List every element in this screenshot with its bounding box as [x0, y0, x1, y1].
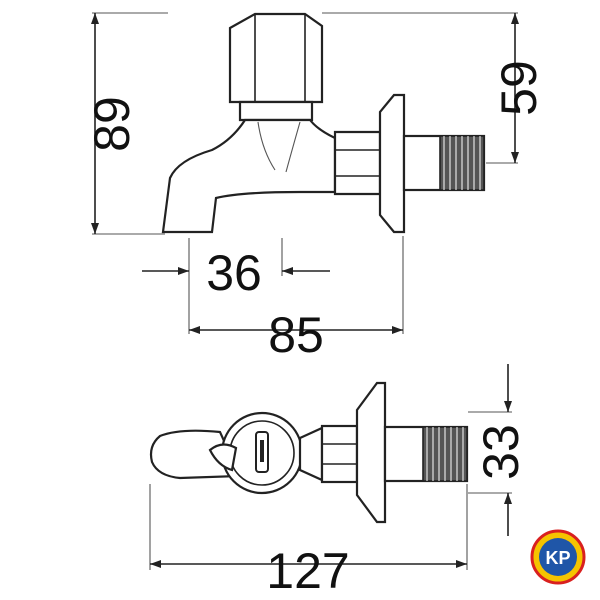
spout-lever — [149, 429, 242, 480]
wall-flange — [378, 93, 406, 234]
handle-cap — [228, 12, 324, 104]
dim-36-label: 36 — [206, 245, 262, 301]
dim-33-label: 33 — [473, 424, 529, 480]
side-view: 89 59 36 85 — [84, 12, 547, 363]
dim-127-label: 127 — [266, 543, 349, 599]
dim-59-label: 59 — [491, 60, 547, 116]
top-view: 33 127 — [149, 364, 529, 599]
top-flange — [355, 381, 387, 524]
hex-nut — [333, 130, 382, 196]
spout-body — [161, 118, 337, 234]
dim-85-label: 85 — [268, 307, 324, 363]
top-hex-nut — [320, 424, 359, 484]
dim-89-label: 89 — [84, 96, 140, 152]
top-body — [298, 426, 324, 482]
brand-logo: KP — [530, 529, 586, 585]
svg-text:KP: KP — [545, 548, 570, 568]
valve-neck — [238, 100, 314, 122]
